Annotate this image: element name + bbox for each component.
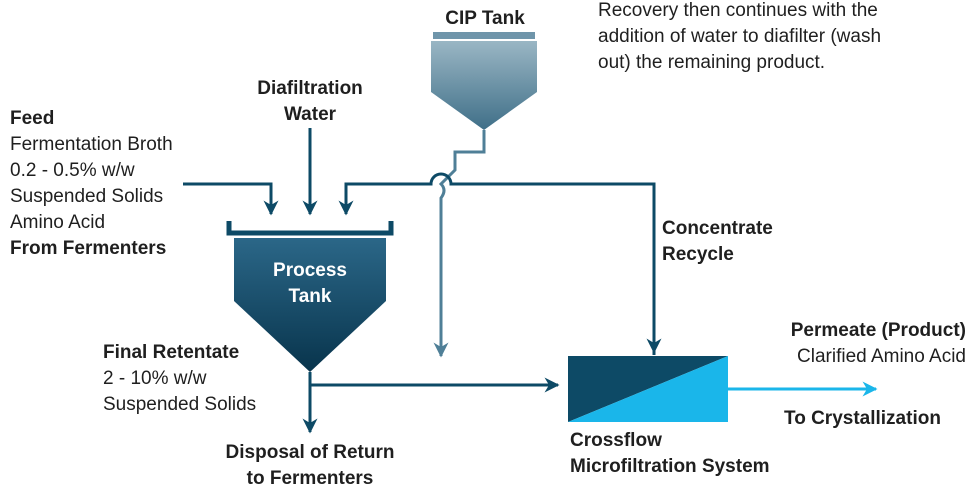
feed-line-text: Fermentation Broth xyxy=(10,134,173,155)
description-line: addition of water to diafilter (wash xyxy=(598,26,882,47)
cip-tank-label: CIP Tank xyxy=(445,8,525,29)
system-line1: Crossflow xyxy=(570,430,662,451)
cip-tank-icon xyxy=(431,32,537,130)
final-retentate-line: 2 - 10% w/w xyxy=(103,368,207,389)
concentrate-recycle-label: Concentrate Recycle xyxy=(662,216,773,268)
disposal-line1: Disposal of Return xyxy=(225,442,395,463)
feed-label-group: Feed Fermentation Broth 0.2 - 0.5% w/w S… xyxy=(10,106,173,262)
process-tank-line2: Tank xyxy=(288,286,332,307)
description-line: Recovery then continues with the xyxy=(598,0,878,21)
final-retentate-title: Final Retentate xyxy=(103,342,240,363)
feed-line-text: Suspended Solids xyxy=(10,186,164,207)
concentrate-line1: Concentrate xyxy=(662,218,773,239)
crystallization-label: To Crystallization xyxy=(784,408,941,429)
concentrate-recycle-line xyxy=(338,172,656,355)
feed-line-text: Amino Acid xyxy=(10,212,106,233)
permeate-title: Permeate (Product) xyxy=(790,320,966,341)
process-tank-line1: Process xyxy=(273,260,347,281)
final-retentate-group: Final Retentate 2 - 10% w/w Suspended So… xyxy=(103,340,256,418)
system-line2: Microfiltration System xyxy=(570,456,770,477)
cip-line xyxy=(433,130,486,358)
permeate-group: Permeate (Product) Clarified Amino Acid xyxy=(791,318,966,370)
feed-title: Feed xyxy=(10,108,55,129)
diafiltration-line1: Diafiltration xyxy=(257,78,363,99)
microfiltration-unit-icon xyxy=(568,356,728,422)
feed-source: From Fermenters xyxy=(10,238,167,259)
diafiltration-water-label: Diafiltration Water xyxy=(230,76,390,128)
disposal-label: Disposal of Return to Fermenters xyxy=(200,440,420,492)
final-retentate-line: Suspended Solids xyxy=(103,394,257,415)
disposal-line2: to Fermenters xyxy=(246,468,374,489)
description-line: out) the remaining product. xyxy=(598,52,826,73)
description-text: Recovery then continues with the additio… xyxy=(598,0,881,76)
feed-line xyxy=(183,182,279,216)
permeate-line1: Clarified Amino Acid xyxy=(797,346,966,367)
process-tank-label: Process Tank xyxy=(250,258,370,310)
process-tank-icon xyxy=(226,221,394,372)
concentrate-line2: Recycle xyxy=(662,244,734,265)
feed-line-text: 0.2 - 0.5% w/w xyxy=(10,160,135,181)
diafiltration-line2: Water xyxy=(283,104,337,125)
system-label: Crossflow Microfiltration System xyxy=(570,428,770,480)
